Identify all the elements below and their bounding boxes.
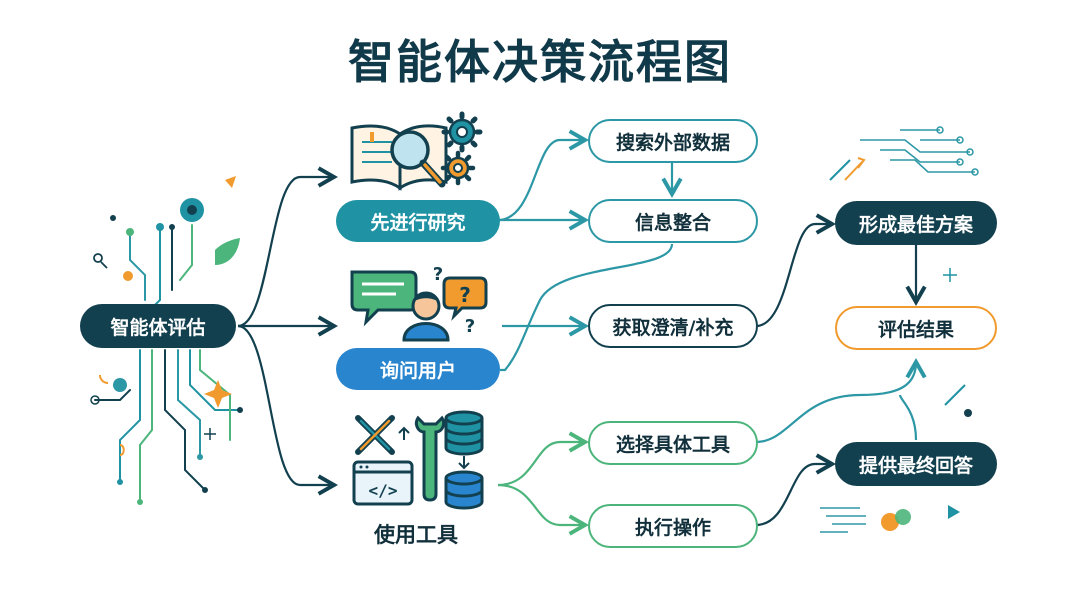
node-best-plan[interactable]: 形成最佳方案 <box>835 201 997 245</box>
node-execute[interactable]: 执行操作 <box>588 504 758 548</box>
node-research[interactable]: 先进行研究 <box>336 200 500 242</box>
edge-tools-select <box>497 431 589 487</box>
svg-text:?: ? <box>433 264 443 285</box>
node-ask-user[interactable]: 询问用户 <box>336 348 500 390</box>
node-search-external[interactable]: 搜索外部数据 <box>588 119 758 163</box>
svg-text:?: ? <box>465 316 475 337</box>
edge-evaluate-research <box>237 166 338 328</box>
node-use-tools[interactable]: 使用工具 <box>374 523 458 547</box>
edge-execute-final <box>755 453 836 527</box>
node-select-tool[interactable]: 选择具体工具 <box>588 421 758 465</box>
svg-text:</>: </> <box>369 481 398 500</box>
edge-evaluate-tools <box>237 324 338 496</box>
svg-text:?: ? <box>459 283 471 307</box>
edge-final-assess <box>898 394 918 441</box>
page-title: 智能体决策流程图 <box>348 35 732 89</box>
node-final-answer[interactable]: 提供最终回答 <box>835 442 997 486</box>
edge-tools-execute <box>497 483 589 536</box>
node-clarify[interactable]: 获取澄清/补充 <box>588 304 758 348</box>
edge-integrate-ask <box>500 243 674 372</box>
node-assess-result[interactable]: 评估结果 <box>835 306 997 350</box>
edge-select-assess <box>755 358 927 444</box>
edge-clarify-plan <box>755 213 836 328</box>
node-integrate-info[interactable]: 信息整合 <box>588 199 758 243</box>
node-evaluate[interactable]: 智能体评估 <box>80 304 236 348</box>
edge-research-search <box>497 129 589 222</box>
